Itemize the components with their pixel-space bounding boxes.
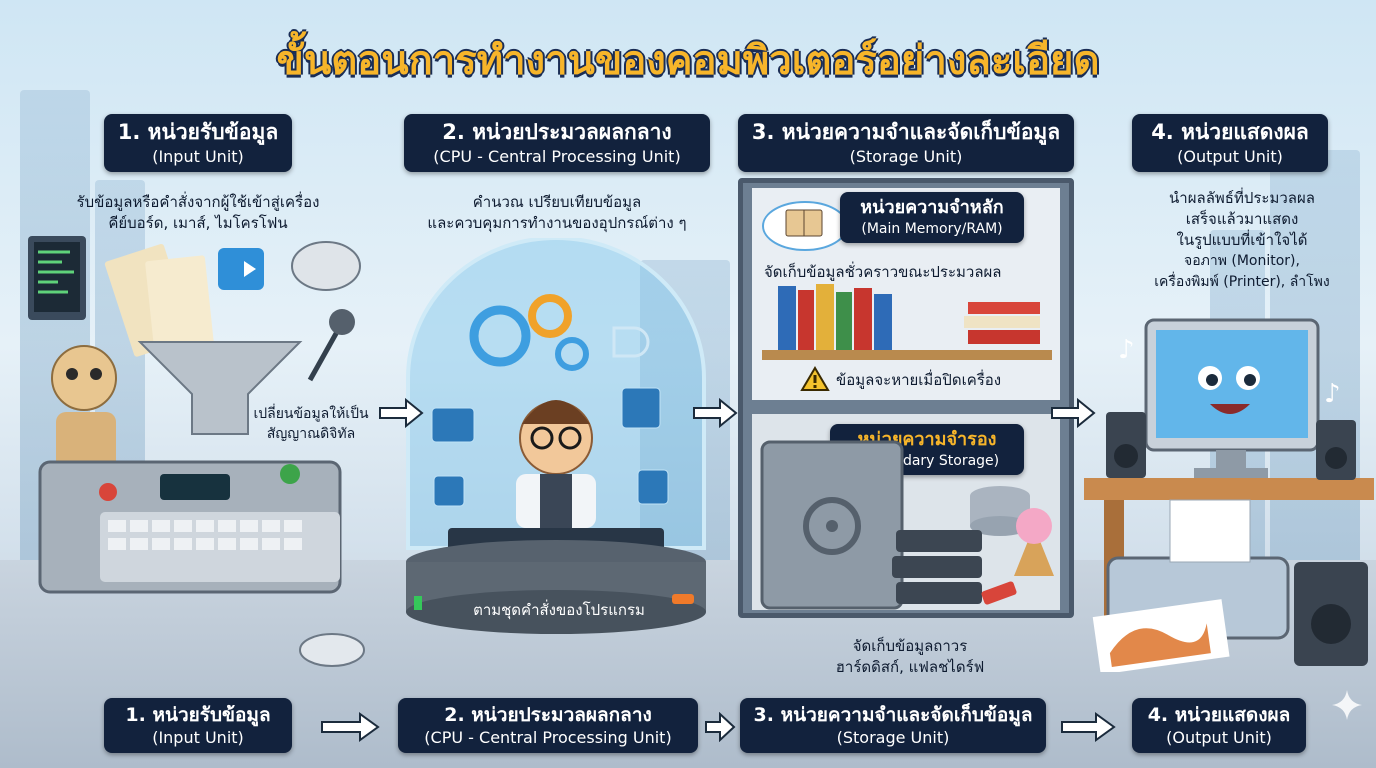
gear-icon [555,337,589,371]
bottom-storage-unit-label: 3. หน่วยความจำและจัดเก็บข้อมูล (Storage … [740,698,1046,753]
warning-text: ข้อมูลจะหายเมื่อปิดเครื่อง [836,371,1002,389]
bottom-output-sub: (Output Unit) [1166,728,1272,747]
secondary-storage-illustration [760,440,1054,610]
input-unit-sub: (Input Unit) [152,147,244,166]
book-icon [816,284,834,350]
sparkle-icon [1332,690,1362,720]
floor-mouse-icon [299,633,365,667]
bottom-flow-arrow-icon [1061,712,1116,742]
mouse-icon [291,241,361,291]
bottom-input-title: 1. หน่วยรับข้อมูล [125,704,271,726]
convert-note: เปลี่ยนข้อมูลให้เป็น สัญญาณดิจิทัล [238,404,384,444]
input-unit-label: 1. หน่วยรับข้อมูล (Input Unit) [104,114,292,172]
storage-unit-sub: (Storage Unit) [849,147,963,166]
book-icon [836,292,852,350]
output-desc-line5: เครื่องพิมพ์ (Printer), ลำโพง [1154,274,1330,290]
bottom-storage-sub: (Storage Unit) [836,728,950,747]
flow-arrow-icon [1051,398,1096,428]
output-unit-title: 4. หน่วยแสดงผล [1151,120,1309,144]
shelf-plank [762,350,1052,360]
main-memory-label: หน่วยความจำหลัก (Main Memory/RAM) [840,192,1024,243]
output-unit-sub: (Output Unit) [1177,147,1283,166]
bottom-cpu-sub: (CPU - Central Processing Unit) [424,728,672,747]
book-icon [854,288,872,350]
secondary-storage-desc: จัดเก็บข้อมูลถาวร ฮาร์ดดิสก์, แฟลชไดร์ฟ [780,636,1040,678]
output-unit-label: 4. หน่วยแสดงผล (Output Unit) [1132,114,1328,172]
robot-body-icon [56,412,116,472]
input-unit-title: 1. หน่วยรับข้อมูล [117,120,279,144]
gear-icon [469,305,531,367]
data-panel-icon [637,469,669,505]
bottom-output-title: 4. หน่วยแสดงผล [1147,704,1291,726]
book-icon [874,294,892,350]
funnel-icon [137,341,303,435]
flow-arrow-icon [379,398,424,428]
hard-disk-icon [896,582,982,604]
desk-icon [1084,478,1374,500]
gear-icon [528,294,572,338]
book-icon [778,286,796,350]
bottom-flow-arrow-icon [321,712,380,742]
bottom-cpu-unit-label: 2. หน่วยประมวลผลกลาง (CPU - Central Proc… [398,698,698,753]
cpu-unit-sub: (CPU - Central Processing Unit) [433,147,681,166]
secondary-desc-line2: ฮาร์ดดิสก์, แฟลชไดร์ฟ [835,658,985,676]
data-panel-icon [431,407,475,443]
robot-head-icon [51,345,117,411]
page-title: ขั้นตอนการทำงานของคอมพิวเตอร์อย่างละเอีย… [276,38,1100,84]
input-desc-line2: คีย์บอร์ด, เมาส์, ไมโครโฟน [108,214,288,232]
logic-gate-icon [612,326,650,358]
cpu-illustration [406,238,706,634]
hard-disk-icon [892,556,982,578]
output-illustration: ♪ ♪ [1084,318,1374,672]
bookshelf-illustration [762,284,1052,360]
output-desc-line3: ในรูปแบบที่เข้าใจได้ [1176,231,1308,249]
secondary-desc-line1: จัดเก็บข้อมูลถาวร [852,637,968,655]
hard-disk-icon [896,530,982,552]
data-panel-icon [621,387,661,429]
output-desc-line2: เสร็จแล้วมาแสดง [1185,210,1299,228]
cloud-book-icon [762,201,848,251]
cpu-desc-line1: คำนวณ เปรียบเทียบข้อมูล [472,193,642,211]
music-note-icon: ♪ [1324,379,1341,409]
arrow-bubble-icon [218,248,264,290]
output-desc-line1: นำผลลัพธ์ที่ประมวลผล [1169,189,1315,207]
book-stack-icon [968,302,1040,314]
warning-icon [800,366,830,391]
main-memory-sub: (Main Memory/RAM) [861,221,1003,237]
main-memory-desc: จัดเก็บข้อมูลชั่วคราวขณะประมวลผล [764,263,1002,281]
bottom-output-unit-label: 4. หน่วยแสดงผล (Output Unit) [1132,698,1306,753]
convert-note-line1: เปลี่ยนข้อมูลให้เป็น [253,406,369,422]
input-desc-line1: รับข้อมูลหรือคำสั่งจากผู้ใช้เข้าสู่เครื่… [76,193,320,211]
flow-arrow-icon [693,398,738,428]
input-desc: รับข้อมูลหรือคำสั่งจากผู้ใช้เข้าสู่เครื่… [48,192,348,234]
data-panel-icon [433,475,465,507]
book-icon [798,290,814,350]
convert-note-line2: สัญญาณดิจิทัล [266,426,356,442]
bottom-input-sub: (Input Unit) [152,728,244,747]
cpu-unit-title: 2. หน่วยประมวลผลกลาง [442,120,672,144]
music-note-icon: ♪ [1118,335,1135,365]
storage-unit-title: 3. หน่วยความจำและจัดเก็บข้อมูล [751,120,1061,144]
cpu-desc: คำนวณ เปรียบเทียบข้อมูล และควบคุมการทำงา… [404,192,710,234]
bottom-flow-arrow-icon [705,712,736,742]
program-note: ตามชุดคำสั่งของโปรแกรม [473,601,645,619]
input-illustration [28,236,365,667]
ice-cream-icon [1014,526,1054,576]
output-desc-line4: จอภาพ (Monitor), [1184,253,1300,269]
cpu-desc-line2: และควบคุมการทำงานของอุปกรณ์ต่าง ๆ [427,214,687,232]
flash-drive-icon [981,581,1017,605]
cpu-unit-label: 2. หน่วยประมวลผลกลาง (CPU - Central Proc… [404,114,710,172]
microphone-icon [329,309,355,335]
bottom-cpu-title: 2. หน่วยประมวลผลกลาง [444,704,652,726]
bottom-storage-title: 3. หน่วยความจำและจัดเก็บข้อมูล [753,704,1033,726]
storage-unit-label: 3. หน่วยความจำและจัดเก็บข้อมูล (Storage … [738,114,1074,172]
main-memory-title: หน่วยความจำหลัก [860,197,1004,218]
bottom-input-unit-label: 1. หน่วยรับข้อมูล (Input Unit) [104,698,292,753]
output-desc: นำผลลัพธ์ที่ประมวลผล เสร็จแล้วมาแสดง ในร… [1130,188,1354,293]
